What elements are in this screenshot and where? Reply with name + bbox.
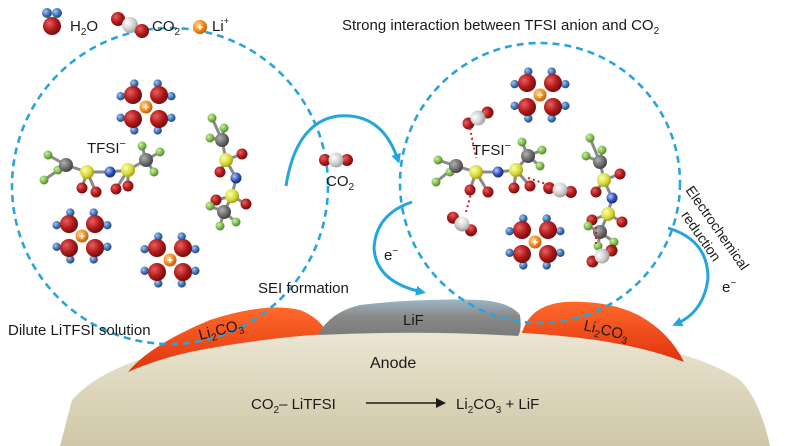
electron-label-right: e− bbox=[722, 278, 736, 296]
dilute-solution-label: Dilute LiTFSI solution bbox=[8, 322, 151, 339]
h2o-legend-icon bbox=[42, 8, 62, 35]
sei-formation-label: SEI formation bbox=[258, 280, 349, 297]
co2-molecule bbox=[446, 211, 478, 237]
svg-text:+: + bbox=[79, 231, 85, 243]
tfsi-label-left: TFSI− bbox=[87, 138, 126, 157]
li-water-cluster: + bbox=[505, 214, 565, 270]
reaction-reactants: CO2– LiTFSI bbox=[251, 396, 336, 416]
molecule-layer: + + + + + bbox=[39, 67, 628, 288]
anode-label: Anode bbox=[370, 355, 416, 372]
headline: Strong interaction between TFSI anion an… bbox=[342, 17, 660, 37]
li2co3-right-layer bbox=[522, 301, 684, 362]
tfsi-anion bbox=[581, 133, 628, 251]
tfsi-label-right: TFSI− bbox=[472, 140, 511, 159]
li2co3-left-label: Li2CO3 bbox=[197, 316, 246, 346]
lif-layer bbox=[318, 299, 521, 336]
li2co3-left-layer bbox=[128, 307, 328, 372]
li-water-cluster: + bbox=[116, 79, 176, 135]
co2-legend-icon bbox=[111, 12, 149, 38]
curved-arrow-electron-left bbox=[372, 200, 426, 296]
co2-legend-label: CO2 bbox=[152, 18, 181, 38]
reaction-products: Li2CO3 + LiF bbox=[456, 396, 539, 416]
co2-molecule bbox=[462, 106, 494, 130]
interaction-dash bbox=[469, 127, 477, 159]
svg-text:+: + bbox=[532, 237, 538, 249]
tfsi-anion bbox=[205, 113, 252, 231]
interaction-dash bbox=[465, 189, 473, 213]
li-water-cluster: + bbox=[140, 232, 200, 288]
co2-molecule bbox=[586, 244, 618, 268]
interaction-dash bbox=[527, 177, 553, 187]
anode-group bbox=[60, 299, 770, 446]
co2-molecule-transit bbox=[319, 152, 353, 168]
co2-molecule bbox=[543, 182, 577, 198]
legend: H2O CO2 + Li+ bbox=[42, 8, 229, 38]
tfsi-anion bbox=[39, 141, 165, 198]
tfsi-anion bbox=[431, 137, 547, 198]
li2co3-right-label: Li2CO3 bbox=[581, 317, 630, 347]
li-water-cluster: + bbox=[510, 67, 570, 123]
electron-label-left: e− bbox=[384, 246, 398, 264]
lif-label: LiF bbox=[403, 312, 424, 329]
h2o-legend-label: H2O bbox=[70, 18, 98, 38]
svg-text:+: + bbox=[143, 102, 149, 114]
svg-text:+: + bbox=[197, 22, 203, 34]
li-legend-label: Li+ bbox=[212, 16, 229, 35]
li-legend-icon: + bbox=[193, 20, 207, 34]
right-interaction-circle bbox=[398, 41, 682, 325]
svg-text:+: + bbox=[167, 255, 173, 267]
svg-text:+: + bbox=[537, 90, 543, 102]
curved-arrow-electron-right bbox=[667, 226, 710, 327]
anode-surface bbox=[60, 327, 770, 446]
left-solution-circle bbox=[10, 26, 330, 346]
li-water-cluster: + bbox=[52, 208, 112, 264]
co2-arrow-label: CO2 bbox=[326, 173, 355, 193]
curved-arrow-co2-in bbox=[284, 114, 401, 187]
